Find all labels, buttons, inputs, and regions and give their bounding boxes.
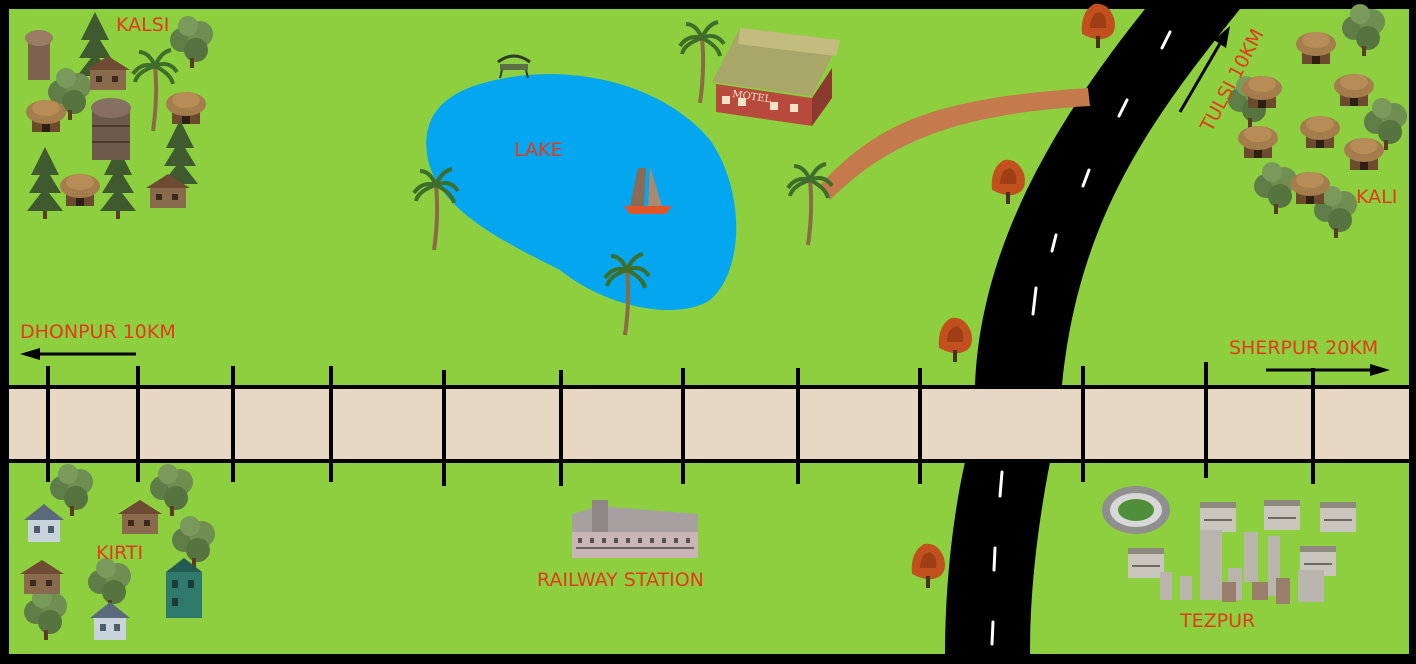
arrow-icon <box>20 348 136 360</box>
motel-sign: MOTEL <box>732 89 773 105</box>
stadium-icon <box>1102 486 1170 534</box>
bench-icon <box>497 54 531 79</box>
place-label-railway-station: RAILWAY STATION <box>537 569 704 591</box>
hut-icon <box>1296 32 1336 64</box>
hut-icon <box>1242 76 1282 108</box>
motel-icon: MOTEL <box>712 28 840 126</box>
hut-icon <box>1300 116 1340 148</box>
arrow-icon <box>1178 26 1230 113</box>
building-icon <box>1127 547 1165 579</box>
place-label-lake: LAKE <box>514 139 563 161</box>
hut-icon <box>1334 74 1374 106</box>
hut-icon <box>60 174 100 206</box>
railway-track <box>9 362 1409 486</box>
building-icon <box>1319 501 1357 533</box>
place-label-kalsi: KALSI <box>116 14 170 36</box>
dirt-path <box>820 88 1090 200</box>
kirti-village <box>20 464 215 640</box>
railway-station-icon <box>572 500 698 558</box>
hut-icon <box>166 92 206 124</box>
building-icon <box>1199 501 1237 533</box>
hut-icon <box>26 100 66 132</box>
hut-icon <box>1238 126 1278 158</box>
hut-icon <box>1290 172 1330 204</box>
direction-label-dhonpur: DHONPUR 10KM <box>20 321 176 343</box>
place-label-kirti: KIRTI <box>96 542 144 564</box>
lake <box>426 74 737 311</box>
place-label-tezpur: TEZPUR <box>1180 610 1256 632</box>
arrow-icon <box>1266 364 1390 376</box>
highway-road <box>945 9 1240 654</box>
boat-icon <box>624 166 672 214</box>
tezpur-city <box>1102 486 1357 604</box>
tower-icon <box>91 98 131 160</box>
kalsi-village <box>25 12 213 219</box>
direction-label-sherpur: SHERPUR 20KM <box>1229 337 1379 359</box>
place-label-kali: KALI <box>1356 186 1398 208</box>
house-icon <box>166 558 202 618</box>
hut-icon <box>25 30 53 80</box>
hut-icon <box>1344 138 1384 170</box>
south-grass-area <box>9 462 1409 654</box>
building-icon <box>1263 499 1301 531</box>
